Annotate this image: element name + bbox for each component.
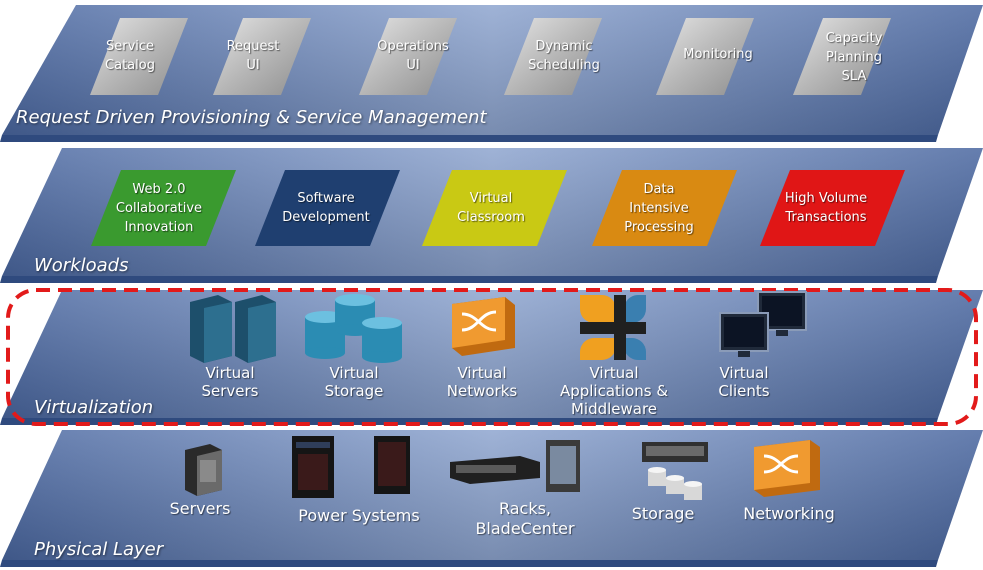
service-items-shapes [90, 18, 891, 95]
virtual-clients-icon [719, 291, 807, 357]
virtual-classroom-shape [422, 170, 567, 246]
virtualization-highlight [6, 288, 978, 426]
racks-bladecenter-label: Racks, BladeCenter [475, 499, 575, 538]
service-catalog-shape [90, 18, 188, 95]
networking-icon [754, 440, 820, 497]
virtual-servers-icon [190, 295, 276, 363]
high-volume-label: High Volume Transactions [784, 191, 868, 225]
storage-icon [642, 442, 708, 500]
dynamic-scheduling-label: Dynamic Scheduling [528, 39, 600, 73]
operations-ui-label: Operations UI [377, 39, 449, 73]
capacity-planning-shape [793, 18, 891, 95]
racks-bladecenter-icon [450, 440, 580, 492]
service-mgmt-title: Request Driven Provisioning & Service Ma… [16, 107, 487, 128]
physical-title: Physical Layer [34, 539, 164, 560]
power-systems-label: Power Systems [298, 506, 420, 525]
networking-label: Networking [743, 504, 835, 523]
workloads-title: Workloads [34, 255, 129, 276]
virtual-apps-icon [580, 295, 646, 360]
virtual-apps-label: Virtual Applications & Middleware [559, 364, 669, 418]
high-volume-shape [760, 170, 905, 246]
software-dev-shape [255, 170, 400, 246]
virtual-servers-label: Virtual Servers [201, 364, 259, 400]
data-intensive-shape [592, 170, 737, 246]
operations-ui-shape [359, 18, 457, 95]
workload-shapes [91, 170, 905, 246]
web20-label: Web 2.0 Collaborative Innovation [115, 181, 203, 235]
virtual-classroom-label: Virtual Classroom [457, 191, 525, 225]
physical-slab [0, 430, 983, 567]
software-dev-label: Software Development [282, 191, 370, 225]
request-ui-label: Request UI [226, 39, 280, 73]
virtual-storage-label: Virtual Storage [324, 364, 384, 400]
virtual-networks-label: Virtual Networks [446, 364, 518, 400]
virtual-clients-label: Virtual Clients [718, 364, 770, 400]
request-ui-shape [213, 18, 311, 95]
monitoring-label: Monitoring [683, 46, 753, 62]
storage-label: Storage [631, 504, 695, 523]
dynamic-scheduling-shape [504, 18, 602, 95]
virtual-storage-icon [305, 294, 402, 363]
power-systems-icon [292, 436, 410, 498]
web20-shape [91, 170, 236, 246]
monitoring-shape [656, 18, 754, 95]
service-catalog-label: Service Catalog [105, 39, 155, 73]
data-intensive-label: Data Intensive Processing [624, 181, 694, 235]
capacity-planning-label: Capacity Planning SLA [825, 30, 883, 84]
virtualization-title: Virtualization [34, 397, 154, 418]
virtual-networks-icon [452, 297, 515, 356]
servers-icon [185, 444, 222, 496]
servers-label: Servers [169, 499, 231, 518]
